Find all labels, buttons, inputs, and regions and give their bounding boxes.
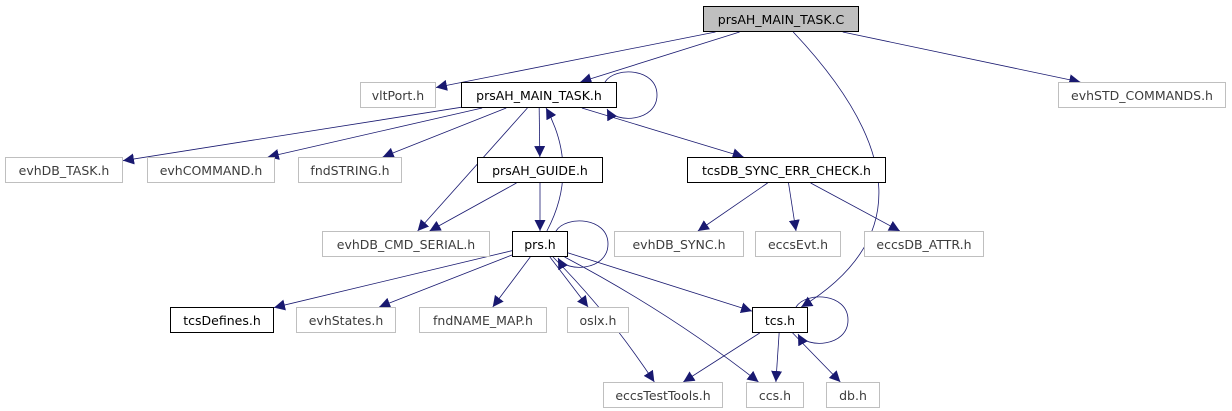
node-eccsevt-h: eccsEvt.h xyxy=(755,231,841,257)
edge-prsah-main-task-c-to-prsah-main-task-h xyxy=(580,31,740,84)
edge-prsah-main-task-c-to-tcs-h xyxy=(792,31,880,308)
node-tcs-h[interactable]: tcs.h xyxy=(752,307,808,333)
node-prsah-main-task-c: prsAH_MAIN_TASK.C xyxy=(703,6,859,32)
node-prsah-guide-h[interactable]: prsAH_GUIDE.h xyxy=(477,157,603,183)
edge-prsah-main-task-h-to-evhdb-cmd-serial-h xyxy=(417,107,528,232)
node-evhcommand-h: evhCOMMAND.h xyxy=(147,157,275,183)
node-evhdb-task-h: evhDB_TASK.h xyxy=(5,157,123,183)
node-tcsdefines-h[interactable]: tcsDefines.h xyxy=(170,307,274,333)
node-evhstates-h: evhStates.h xyxy=(296,307,396,333)
node-fndstring-h: fndSTRING.h xyxy=(298,157,402,183)
node-eccsdb-attr-h: eccsDB_ATTR.h xyxy=(864,231,984,257)
edge-prsah-main-task-h-to-prsah-guide-h xyxy=(534,107,546,158)
edge-tcsdb-sync-err-check-h-to-eccsevt-h xyxy=(788,182,800,232)
edge-prs-h-to-tcs-h xyxy=(567,252,753,314)
node-eccstesttools-h: eccsTestTools.h xyxy=(603,382,723,408)
edge-prsah-main-task-c-to-vltport-h xyxy=(435,31,716,91)
node-fndname-map-h: fndNAME_MAP.h xyxy=(419,307,547,333)
edge-prsah-main-task-h-to-prsah-main-task-h xyxy=(604,71,658,122)
edge-prsah-guide-h-to-evhdb-cmd-serial-h xyxy=(429,182,517,232)
edge-tcs-h-to-ccs-h xyxy=(771,332,783,383)
node-evhdb-cmd-serial-h: evhDB_CMD_SERIAL.h xyxy=(322,231,490,257)
edge-tcs-h-to-db-h xyxy=(792,332,841,383)
edge-prsah-main-task-h-to-fndstring-h xyxy=(382,107,507,159)
edge-prsah-main-task-h-to-evhcommand-h xyxy=(267,107,483,160)
node-oslx-h: oslx.h xyxy=(567,307,629,333)
edge-prs-h-to-ccs-h xyxy=(564,256,759,383)
edge-prs-h-to-evhstates-h xyxy=(379,254,513,309)
edge-tcsdb-sync-err-check-h-to-evhdb-sync-h xyxy=(697,182,768,232)
edge-prs-h-to-prs-h xyxy=(555,220,609,271)
node-prsah-main-task-h[interactable]: prsAH_MAIN_TASK.h xyxy=(461,82,617,108)
edge-prs-h-to-oslx-h xyxy=(549,256,589,308)
node-vltport-h: vltPort.h xyxy=(360,82,436,108)
node-db-h: db.h xyxy=(826,382,880,408)
edge-prs-h-to-tcsdefines-h xyxy=(273,250,513,311)
edge-prs-h-to-fndname-map-h xyxy=(492,256,531,308)
node-evhdb-sync-h: evhDB_SYNC.h xyxy=(614,231,744,257)
edge-prsah-main-task-c-to-evhstd-commands-h xyxy=(842,31,1081,86)
node-evhstd-commands-h: evhSTD_COMMANDS.h xyxy=(1058,82,1226,108)
edge-tcs-h-to-tcs-h xyxy=(795,296,849,347)
edge-tcs-h-to-eccstesttools-h xyxy=(683,332,760,383)
node-ccs-h: ccs.h xyxy=(746,382,804,408)
edge-prsah-main-task-h-to-tcsdb-sync-err-check-h xyxy=(581,107,744,160)
edge-prsah-main-task-h-to-evhdb-task-h xyxy=(122,106,462,165)
edge-tcsdb-sync-err-check-h-to-eccsdb-attr-h xyxy=(810,182,901,232)
node-tcsdb-sync-err-check-h[interactable]: tcsDB_SYNC_ERR_CHECK.h xyxy=(687,157,886,183)
node-prs-h[interactable]: prs.h xyxy=(512,231,568,257)
